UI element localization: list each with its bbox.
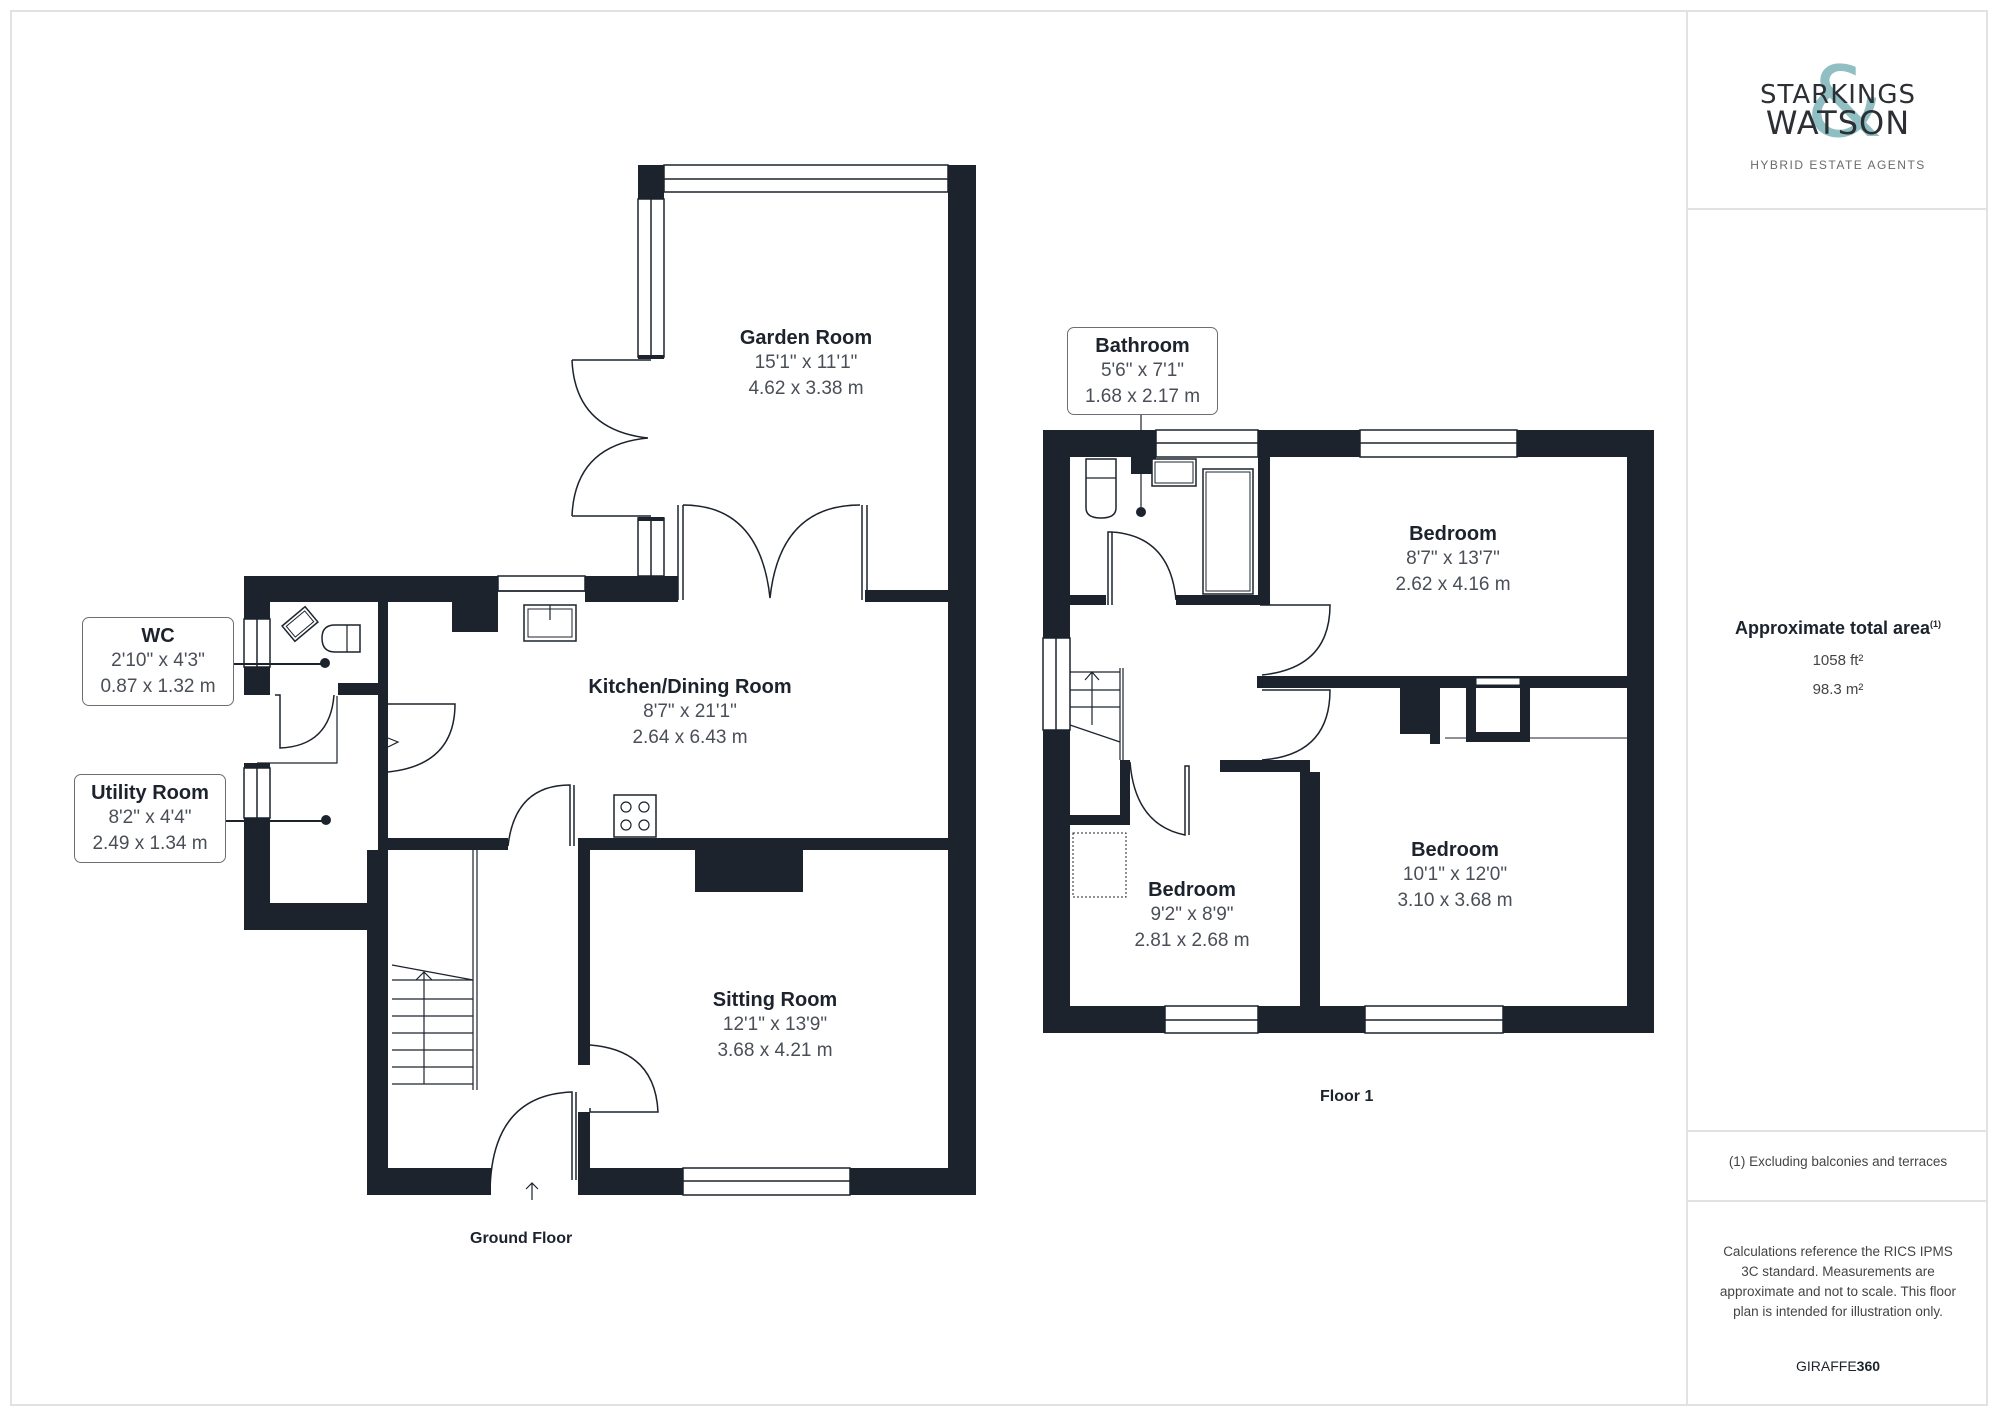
room-tag-wc: WC 2'10" x 4'3" 0.87 x 1.32 m	[82, 617, 234, 706]
disclaimer-text: Calculations reference the RICS IPMS 3C …	[1719, 1244, 1957, 1319]
room-name: Garden Room	[739, 327, 873, 349]
wc-leader-line	[234, 663, 322, 665]
room-tag-bathroom: Bathroom 5'6" x 7'1" 1.68 x 2.17 m	[1067, 327, 1218, 415]
area-title-text: Approximate total area	[1734, 618, 1931, 638]
utility-leader-line	[226, 820, 322, 822]
room-tag-utility-room: Utility Room 8'2" x 4'4" 2.49 x 1.34 m	[74, 774, 226, 863]
agent-logo: & STARKINGS WATSON HYBRID ESTATE AGENTS	[1688, 54, 1988, 172]
footnote-ref: (1)	[1930, 619, 1942, 629]
area-sqm: 98.3 m²	[1812, 681, 1864, 698]
room-label-bedroom-1: Bedroom 8'7" x 13'7" 2.62 x 4.16 m	[1353, 522, 1553, 598]
disclaimer-section: Calculations reference the RICS IPMS 3C …	[1688, 1202, 1988, 1406]
room-name: Kitchen/Dining Room	[588, 676, 792, 698]
room-dim-imperial: 8'7" x 13'7"	[1406, 548, 1500, 569]
ampersand-mark: &	[1806, 46, 1883, 160]
info-sidebar: & STARKINGS WATSON HYBRID ESTATE AGENTS …	[1686, 10, 1988, 1406]
provider-prefix: GIRAFFE	[1795, 1358, 1857, 1374]
room-dim-metric: 3.68 x 4.21 m	[717, 1040, 833, 1061]
area-section: Approximate total area(1) 1058 ft² 98.3 …	[1688, 210, 1988, 1132]
room-dim-metric: 2.81 x 2.68 m	[1134, 930, 1250, 951]
provider-brand: GIRAFFE360	[1688, 1358, 1988, 1374]
room-dim-imperial: 2'10" x 4'3"	[111, 650, 205, 671]
footnote-section: (1) Excluding balconies and terraces	[1688, 1122, 1988, 1202]
room-dim-metric: 3.10 x 3.68 m	[1397, 890, 1513, 911]
provider-suffix: 360	[1856, 1358, 1881, 1374]
logo-line-1: STARKINGS	[1759, 80, 1917, 110]
room-name: WC	[141, 625, 175, 647]
total-area-title: Approximate total area(1)	[1688, 618, 1988, 639]
room-dim-metric: 2.62 x 4.16 m	[1395, 574, 1511, 595]
room-name: Bathroom	[1095, 335, 1190, 357]
room-name: Sitting Room	[712, 989, 838, 1011]
first-floor-plan	[1042, 408, 1654, 1034]
room-name: Bedroom	[1148, 879, 1236, 901]
room-name: Utility Room	[91, 782, 209, 804]
room-dim-metric: 4.62 x 3.38 m	[748, 378, 864, 399]
logo-section: & STARKINGS WATSON HYBRID ESTATE AGENTS	[1688, 10, 1988, 210]
room-dim-imperial: 8'2" x 4'4"	[108, 807, 192, 828]
logo-line-2: WATSON	[1765, 104, 1911, 142]
footnote-text: (1) Excluding balconies and terraces	[1728, 1154, 1948, 1169]
room-label-garden-room: Garden Room 15'1" x 11'1" 4.62 x 3.38 m	[706, 326, 906, 402]
room-dim-imperial: 5'6" x 7'1"	[1100, 360, 1185, 381]
area-sqft: 1058 ft²	[1812, 652, 1864, 669]
room-name: Bedroom	[1411, 839, 1499, 861]
room-dim-imperial: 12'1" x 13'9"	[722, 1014, 828, 1035]
room-dim-metric: 0.87 x 1.32 m	[100, 676, 216, 697]
room-name: Bedroom	[1409, 523, 1497, 545]
room-dim-metric: 2.64 x 6.43 m	[632, 727, 748, 748]
room-label-bedroom-2: Bedroom 10'1" x 12'0" 3.10 x 3.68 m	[1355, 838, 1555, 914]
room-dim-imperial: 8'7" x 21'1"	[643, 701, 737, 722]
room-dim-metric: 2.49 x 1.34 m	[92, 833, 208, 854]
logo-tagline: HYBRID ESTATE AGENTS	[1750, 158, 1926, 172]
room-dim-imperial: 9'2" x 8'9"	[1150, 904, 1234, 925]
room-label-bedroom-3: Bedroom 9'2" x 8'9" 2.81 x 2.68 m	[1092, 878, 1292, 954]
room-dim-imperial: 10'1" x 12'0"	[1402, 864, 1508, 885]
floor-label-first: Floor 1	[1320, 1088, 1374, 1105]
page-frame	[10, 10, 1988, 1406]
room-label-sitting-room: Sitting Room 12'1" x 13'9" 3.68 x 4.21 m	[675, 988, 875, 1064]
floor-label-ground: Ground Floor	[470, 1230, 573, 1247]
room-dim-imperial: 15'1" x 11'1"	[754, 352, 858, 373]
ground-floor-plan	[243, 164, 976, 1200]
room-label-kitchen-dining: Kitchen/Dining Room 8'7" x 21'1" 2.64 x …	[560, 675, 820, 751]
room-dim-metric: 1.68 x 2.17 m	[1084, 386, 1201, 407]
